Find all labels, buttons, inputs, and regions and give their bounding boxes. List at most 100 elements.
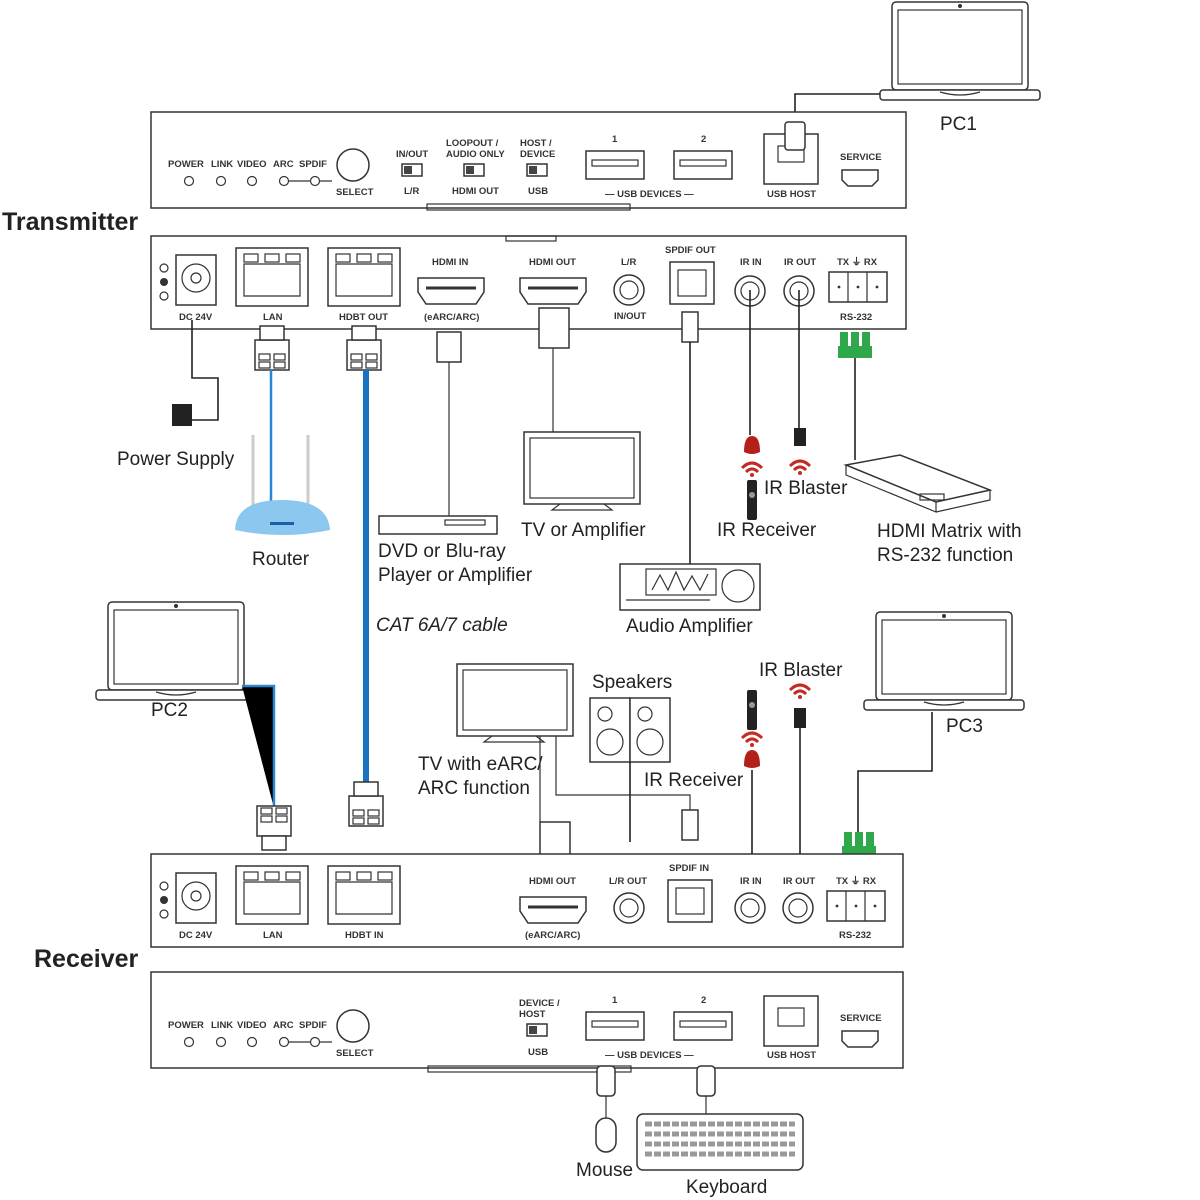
- rx-spdif-label: SPDIF IN: [669, 863, 709, 874]
- tx-hdmi-out-port[interactable]: [518, 276, 588, 306]
- tx-hdmi-out-label: HDMI OUT: [529, 257, 576, 268]
- rx-switch-top1-label: DEVICE /: [519, 998, 560, 1009]
- power-supply-label: Power Supply: [117, 449, 235, 470]
- tx-ir-blaster-label: IR Blaster: [764, 478, 848, 499]
- tx-hdbt-plug-icon: [346, 325, 382, 371]
- rx-rs-top-label: TX ⏚ RX: [836, 876, 877, 887]
- rx-led-video-label: VIDEO: [237, 1020, 267, 1031]
- usb-b-plug-icon: [784, 121, 806, 151]
- tx-rs-bottom-label: RS-232: [840, 312, 872, 323]
- rx-select-button[interactable]: [336, 1009, 370, 1043]
- tx-rs232-port[interactable]: [828, 271, 888, 303]
- rx-hdbt-in-port[interactable]: [327, 865, 401, 925]
- rx-ir-receiver-icon: [744, 750, 760, 768]
- rx-hdmi-out-port[interactable]: [518, 895, 588, 925]
- rx-rs-bottom-label: RS-232: [839, 930, 871, 941]
- hdmi-matrix-icon: [843, 454, 993, 513]
- tx-dc-label: DC 24V: [179, 312, 213, 323]
- rx-ir-out-jack[interactable]: [782, 892, 814, 924]
- tx-lr-jack[interactable]: [613, 274, 645, 306]
- tx-switch2-top2-label: AUDIO ONLY: [446, 149, 505, 160]
- tx-spdif-label: SPDIF OUT: [665, 245, 716, 256]
- tx-led-link-label: LINK: [211, 159, 233, 170]
- keyboard-icon: [636, 1113, 804, 1171]
- tx-host-device-switch[interactable]: [526, 163, 548, 177]
- rx-remote-control-icon: [747, 690, 757, 730]
- tx-ir-in-label: IR IN: [740, 257, 762, 268]
- tx-rs232-plug-icon: [838, 332, 872, 358]
- tx-usb1-label: 1: [612, 134, 618, 145]
- keyboard-usb-plug-icon: [696, 1065, 716, 1097]
- tx-leds: [183, 175, 332, 187]
- tx-inout-switch[interactable]: [401, 163, 423, 177]
- tx-led-video-label: VIDEO: [237, 159, 267, 170]
- tx-switch2-top1-label: LOOPOUT /: [446, 138, 499, 149]
- rx-usb2-port[interactable]: [673, 1011, 733, 1041]
- rx-ir-blaster-icon: [794, 708, 806, 728]
- rx-switch-bottom-label: USB: [528, 1047, 548, 1058]
- dvd-player-icon: [378, 515, 498, 535]
- rx-ir-out-label: IR OUT: [783, 876, 815, 887]
- rx-usb2-label: 2: [701, 995, 706, 1006]
- rx-service-label: SERVICE: [840, 1013, 882, 1024]
- rx-usb-host-port[interactable]: [763, 995, 819, 1047]
- rx-spdif-plug-icon: [681, 809, 699, 841]
- rx-ir-in-jack[interactable]: [734, 892, 766, 924]
- tx-hdmi-in-port[interactable]: [416, 276, 486, 306]
- tx-rs-top-label: TX ⏚ RX: [837, 257, 878, 268]
- tx-lan-port[interactable]: [235, 247, 309, 307]
- tx-switch2-bottom-label: HDMI OUT: [452, 186, 499, 197]
- tx-service-port[interactable]: [841, 169, 879, 187]
- audio-amplifier-icon: [619, 563, 761, 611]
- rx-hdbt-label: HDBT IN: [345, 930, 384, 941]
- rx-usb-host-label: USB HOST: [767, 1050, 816, 1061]
- tx-select-button[interactable]: [336, 148, 370, 182]
- tx-spdif-plug-icon: [681, 311, 699, 343]
- tx-usb-devices-label: — USB DEVICES —: [605, 189, 694, 200]
- tx-usb2-port[interactable]: [673, 150, 733, 180]
- tx-hdbt-out-port[interactable]: [327, 247, 401, 307]
- cat-cable-label: CAT 6A/7 cable: [376, 615, 508, 636]
- tx-usb1-port[interactable]: [585, 150, 645, 180]
- mouse-icon: [595, 1117, 617, 1153]
- rx-rs232-port[interactable]: [826, 890, 886, 922]
- remote-control-icon: [747, 480, 757, 520]
- tx-usb2-label: 2: [701, 134, 706, 145]
- rx-hdbt-plug-icon: [348, 781, 384, 827]
- tx-switch3-top1-label: HOST /: [520, 138, 552, 149]
- tv-icon: [523, 431, 641, 511]
- rx-ir-signal-icon: [740, 731, 764, 749]
- mouse-label: Mouse: [576, 1160, 633, 1181]
- rx-device-host-switch[interactable]: [526, 1023, 548, 1037]
- rx-service-port[interactable]: [841, 1030, 879, 1048]
- mouse-usb-plug-icon: [596, 1065, 616, 1097]
- tx-led-arc-label: ARC: [273, 159, 294, 170]
- receiver-front-panel: POWER LINK VIDEO ARC SPDIF SELECT DEVICE…: [150, 971, 904, 1073]
- tv-earc-label-line2: ARC function: [418, 778, 530, 799]
- matrix-label-line1: HDMI Matrix with: [877, 521, 1022, 542]
- rx-usb1-port[interactable]: [585, 1011, 645, 1041]
- tx-usb-host-label: USB HOST: [767, 189, 816, 200]
- rx-lr-label: L/R OUT: [609, 876, 647, 887]
- pc2-laptop-icon: [95, 601, 257, 701]
- tx-switch1-bottom-label: L/R: [404, 186, 419, 197]
- rx-lr-jack[interactable]: [613, 892, 645, 924]
- rx-led-link-label: LINK: [211, 1020, 233, 1031]
- pc2-lan-cable: [242, 684, 276, 808]
- rx-hdmi-out-label: HDMI OUT: [529, 876, 576, 887]
- pc3-rs232-cable: [857, 712, 933, 832]
- transmitter-title: Transmitter: [2, 208, 138, 236]
- rx-switch-top2-label: HOST: [519, 1009, 546, 1020]
- rx-lan-port[interactable]: [235, 865, 309, 925]
- tx-switch3-bottom-label: USB: [528, 186, 548, 197]
- rx-usb-devices-label: — USB DEVICES —: [605, 1050, 694, 1061]
- rx-lan-plug-icon: [256, 805, 292, 851]
- rx-spdif-port[interactable]: [667, 879, 713, 923]
- dvd-label-line1: DVD or Blu-ray: [378, 541, 506, 562]
- receiver-title: Receiver: [34, 945, 139, 973]
- tx-spdif-port[interactable]: [669, 261, 715, 305]
- rx-led-power-label: POWER: [168, 1020, 204, 1031]
- tx-loopout-switch[interactable]: [463, 163, 485, 177]
- rx-usb1-label: 1: [612, 995, 618, 1006]
- power-cable: [190, 320, 219, 421]
